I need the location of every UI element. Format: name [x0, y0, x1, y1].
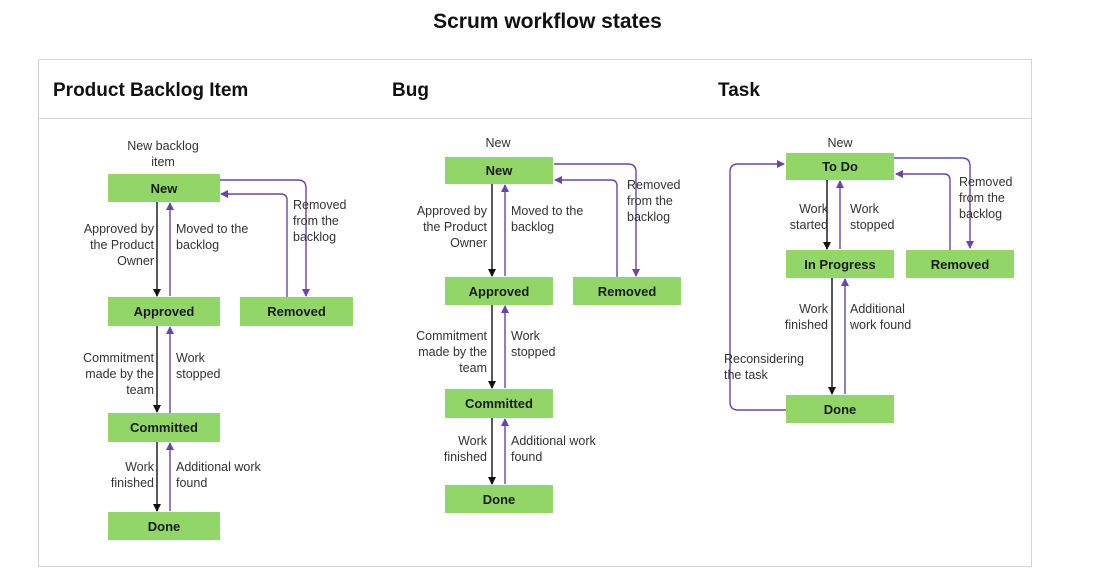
task-todo-to-removed-arrow: [894, 157, 974, 249]
bug-state-committed: Committed: [445, 389, 553, 418]
pbi-state-approved: Approved: [108, 297, 220, 326]
task-state-done: Done: [786, 395, 894, 423]
pbi-column-title: Product Backlog Item: [53, 80, 249, 101]
pbi-approved-by-po-label: Approved by the Product Owner: [83, 222, 154, 268]
diagram-frame: [38, 59, 1032, 567]
pbi-state-removed: Removed: [240, 297, 353, 326]
pbi-additional-work-label: Additional work found: [176, 460, 261, 490]
bug-new-to-removed-arrow: [554, 163, 640, 277]
task-state-in-progress: In Progress: [786, 250, 894, 278]
bug-commitment-label: Commitment made by the team: [416, 329, 487, 375]
task-additional-work-label: Additional work found: [850, 302, 912, 332]
task-reconsider-arrow: [729, 160, 786, 411]
task-reconsidering-label: Reconsidering the task: [724, 352, 804, 382]
bug-removed-to-new-arrow: [554, 176, 618, 278]
task-work-started-label: Work started: [789, 202, 828, 232]
bug-state-removed: Removed: [573, 277, 681, 305]
task-removed-from-backlog-label: Removed from the backlog: [959, 175, 1013, 221]
bug-removed-from-backlog-label: Removed from the backlog: [627, 178, 681, 224]
page-title: Scrum workflow states: [433, 10, 662, 33]
bug-entry-label: New: [485, 136, 511, 150]
task-arrows: [729, 157, 974, 411]
task-work-finished-label: Work finished: [784, 302, 828, 332]
bug-work-stopped-label: Work stopped: [511, 329, 556, 359]
task-column-title: Task: [718, 80, 760, 101]
bug-work-finished-label: Work finished: [443, 434, 487, 464]
pbi-removed-from-backlog-label: Removed from the backlog: [293, 198, 347, 244]
task-entry-label: New: [827, 136, 853, 150]
bug-moved-to-backlog-label: Moved to the backlog: [511, 204, 584, 234]
bug-state-approved: Approved: [445, 277, 553, 305]
task-state-removed: Removed: [906, 250, 1014, 278]
pbi-work-finished-label: Work finished: [110, 460, 154, 490]
column-header-band: [39, 60, 1031, 119]
pbi-entry-label: New backlog item: [127, 139, 199, 169]
bug-approved-by-po-label: Approved by the Product Owner: [416, 204, 487, 250]
pbi-new-to-removed-arrow: [220, 179, 310, 297]
pbi-removed-to-new-arrow: [220, 190, 288, 298]
bug-column-title: Bug: [392, 80, 429, 101]
bug-state-new: New: [445, 157, 553, 184]
pbi-arrows: [153, 179, 310, 512]
task-state-todo: To Do: [786, 153, 894, 180]
pbi-moved-to-backlog-label: Moved to the backlog: [176, 222, 249, 252]
bug-arrows: [488, 163, 640, 485]
pbi-commitment-label: Commitment made by the team: [83, 351, 154, 397]
task-removed-to-todo-arrow: [895, 170, 951, 250]
pbi-state-new: New: [108, 174, 220, 202]
pbi-state-done: Done: [108, 512, 220, 540]
task-work-stopped-label: Work stopped: [850, 202, 895, 232]
pbi-state-committed: Committed: [108, 413, 220, 442]
pbi-work-stopped-label: Work stopped: [176, 351, 221, 381]
bug-additional-work-label: Additional work found: [511, 434, 596, 464]
bug-state-done: Done: [445, 485, 553, 513]
